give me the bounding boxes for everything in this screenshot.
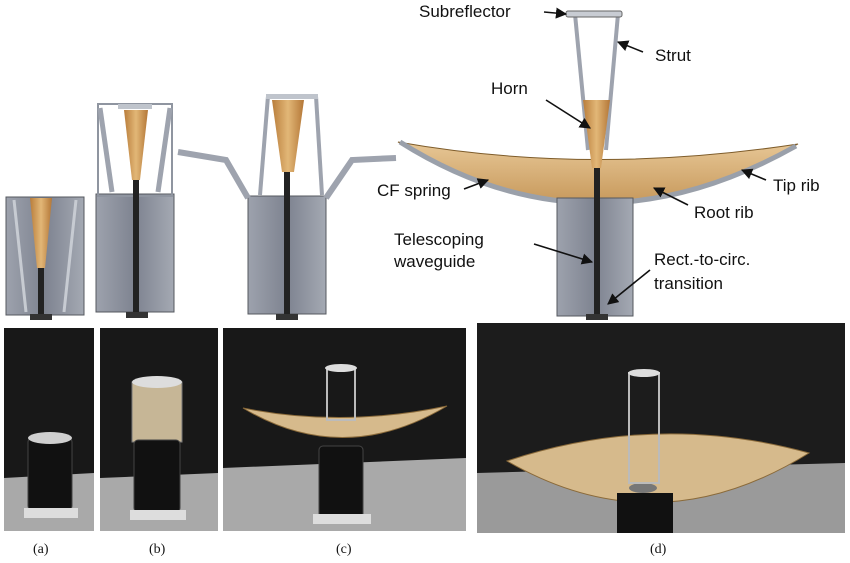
label-telescoping-2: waveguide [394,252,476,271]
photo-telescoped [100,328,218,531]
label-transition-1: Rect.-to-circ. [654,250,751,269]
label-horn: Horn [491,79,528,98]
cad-telescoped [95,103,175,318]
cad-ribs-deploying [177,94,397,320]
photo-deployed [477,323,845,533]
label-strut: Strut [655,46,691,65]
label-root-rib: Root rib [694,203,754,222]
label-cf-spring: CF spring [377,181,451,200]
label-tip-rib: Tip rib [773,176,820,195]
cad-renderings [5,7,799,320]
annotation-arrows [463,7,767,305]
label-telescoping-1: Telescoping [394,230,484,249]
label-subreflector: Subreflector [419,2,511,21]
caption-b: (b) [149,542,166,557]
cad-stowed [5,196,85,320]
caption-d: (d) [650,542,667,557]
photo-ribs-deploying [223,328,466,531]
photo-stowed [4,328,94,531]
caption-c: (c) [336,542,352,557]
cad-deployed [397,10,799,320]
label-transition-2: transition [654,274,723,293]
caption-a: (a) [33,542,49,557]
